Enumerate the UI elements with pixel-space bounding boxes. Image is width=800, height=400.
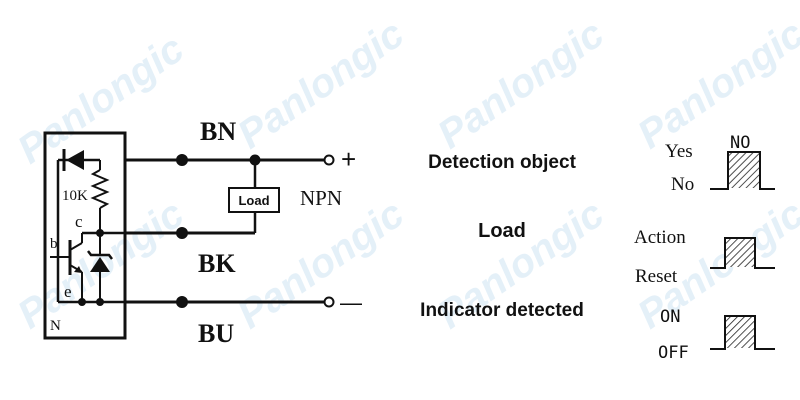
detection-waveform <box>710 151 775 190</box>
watermark-text: Panlongic <box>630 192 800 338</box>
base-label: b <box>50 236 58 252</box>
negative-terminal <box>323 296 335 308</box>
wire-label-bn: BN <box>200 117 236 146</box>
brown-wire-node <box>176 154 188 166</box>
indicator-waveform <box>710 315 775 350</box>
load-pulse <box>726 239 754 267</box>
watermark-text: Panlongic <box>230 12 412 158</box>
watermark-text: Panlongic <box>10 27 192 173</box>
detection-pulse <box>729 153 759 188</box>
sensor-circuit <box>43 131 335 340</box>
watermark-text: Panlongic <box>630 12 800 158</box>
resistor-label: 10K <box>62 188 88 204</box>
indicator-state-title: Indicator detected <box>420 300 584 321</box>
diode-icon <box>66 150 84 170</box>
detection-level-label: NO <box>730 133 750 153</box>
positive-symbol: + <box>341 144 356 174</box>
negative-symbol: — <box>340 290 362 315</box>
load-high-label: Action <box>634 227 686 248</box>
watermark-text: Panlongic <box>230 192 412 338</box>
type-label: N <box>50 318 61 334</box>
collector-label: c <box>75 212 83 231</box>
load-box <box>228 187 280 213</box>
resistor-icon <box>90 169 110 209</box>
output-type-label: NPN <box>300 186 342 210</box>
wire-label-bk: BK <box>198 249 236 278</box>
sensor-housing <box>43 131 127 340</box>
load-low-label: Reset <box>635 266 678 287</box>
wire-label-bu: BU <box>198 319 234 348</box>
detection-object-title: Detection object <box>428 152 576 173</box>
detection-high-label: Yes <box>665 141 693 162</box>
indicator-high-label: ON <box>660 307 680 327</box>
emitter-arrow-icon <box>74 266 82 273</box>
zener-diode-icon <box>90 257 110 272</box>
watermark-text: Panlongic <box>430 12 612 158</box>
black-wire-node <box>176 227 188 239</box>
timing-waveforms <box>710 151 775 350</box>
indicator-low-label: OFF <box>658 343 689 363</box>
blue-wire-node <box>176 296 188 308</box>
detection-low-label: No <box>671 174 694 195</box>
load-label: Load <box>238 193 269 208</box>
positive-terminal <box>323 154 335 166</box>
load-waveform <box>710 237 775 269</box>
emitter-label: e <box>64 282 72 301</box>
indicator-pulse <box>726 317 754 348</box>
load-state-title: Load <box>478 220 526 242</box>
